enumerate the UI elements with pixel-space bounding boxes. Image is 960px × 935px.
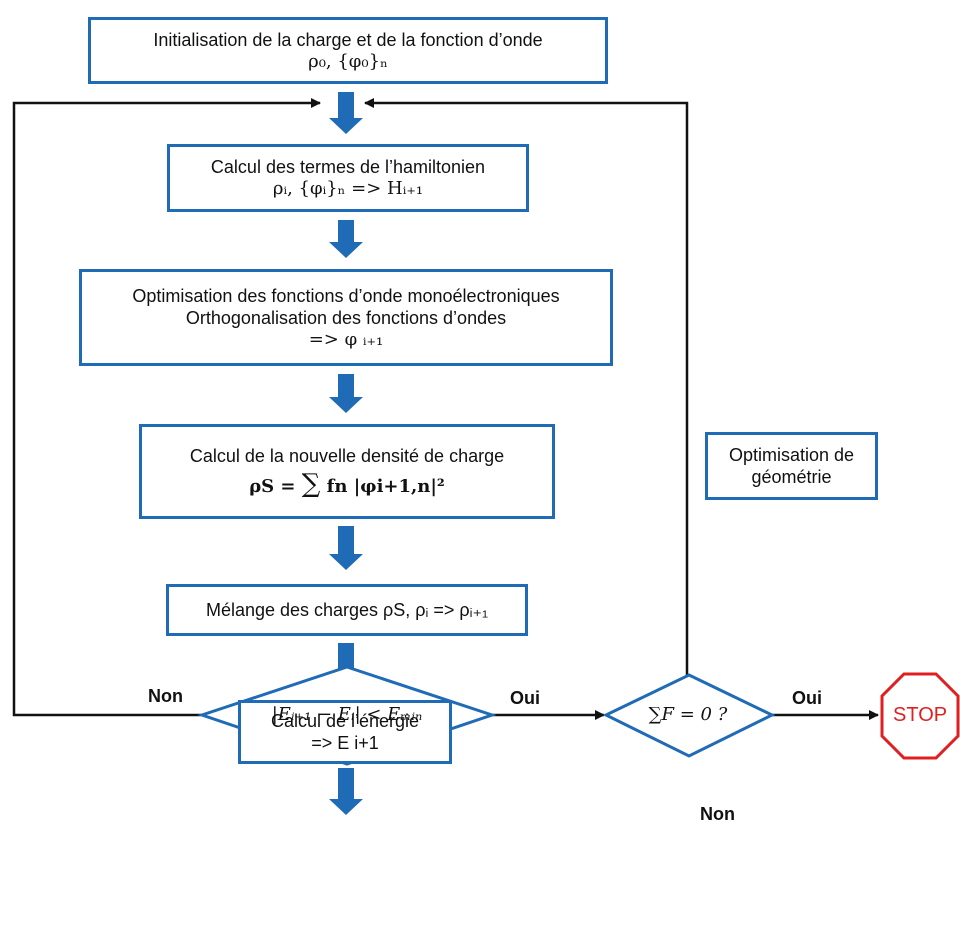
force-decision-diamond: [602, 673, 776, 758]
density-formula: ρS = ∑ fn |φi+1,n|²: [249, 471, 445, 498]
down-arrow-2: [329, 220, 363, 258]
down-arrow-6: [329, 768, 363, 815]
down-arrow-1: [329, 92, 363, 134]
oui-label-2: Oui: [792, 688, 822, 708]
energy-result: => E i+1: [311, 733, 379, 753]
mixing-text: Mélange des charges ρS, ρᵢ => ρᵢ₊₁: [205, 600, 489, 620]
density-text: Calcul de la nouvelle densité de charge: [189, 446, 505, 466]
loop-left-connector: [12, 98, 321, 717]
down-arrow-3: [329, 374, 363, 413]
energy-box: Calcul de l’énergie=> E i+1: [238, 700, 452, 764]
density-formula-sum: ∑: [301, 469, 321, 499]
optimisation-box: Optimisation des fonctions d’onde monoél…: [79, 269, 613, 366]
optimisation-text-2: Orthogonalisation des fonctions d’ondes: [185, 307, 507, 328]
hamiltonian-box: Calcul des termes de l’hamiltonien ρᵢ, {…: [167, 144, 529, 212]
geometry-text-1: Optimisation de: [728, 445, 855, 465]
optimisation-result: => φ ᵢ₊₁: [308, 328, 384, 350]
hamiltonian-vars: ρᵢ, {φᵢ}ₙ => Hᵢ₊₁: [272, 178, 424, 199]
optimisation-text-1: Optimisation des fonctions d’onde monoél…: [132, 285, 560, 306]
force-decision-text: ∑F = 0 ?: [648, 704, 728, 725]
non-label-up: Non: [700, 804, 735, 824]
density-formula-rhs: fn |φi+1,n|²: [326, 476, 445, 497]
down-arrow-4: [329, 526, 363, 570]
density-formula-lhs: ρS =: [249, 476, 296, 497]
non-label-left: Non: [148, 686, 183, 706]
mixing-box: Mélange des charges ρS, ρᵢ => ρᵢ₊₁: [166, 584, 528, 636]
init-box: Initialisation de la charge et de la fon…: [88, 17, 608, 84]
density-box: Calcul de la nouvelle densité de charge …: [139, 424, 555, 519]
energy-text: Calcul de l’énergie: [270, 711, 420, 731]
geometry-text-2: géométrie: [751, 467, 832, 487]
hamiltonian-text: Calcul des termes de l’hamiltonien: [210, 157, 486, 177]
oui-label-1: Oui: [510, 688, 540, 708]
init-text: Initialisation de la charge et de la fon…: [153, 29, 543, 50]
energy-decision-text: |Eᵢ₊₁ − Eᵢ| < Eₘᵢₙ: [271, 704, 423, 725]
init-vars: ρ₀, {φ₀}ₙ: [308, 50, 388, 72]
stop-label: STOP: [893, 704, 948, 726]
stop-sign: [880, 672, 960, 760]
geometry-box: Optimisation de géométrie: [705, 432, 878, 500]
loop-right-connector: [364, 98, 689, 675]
